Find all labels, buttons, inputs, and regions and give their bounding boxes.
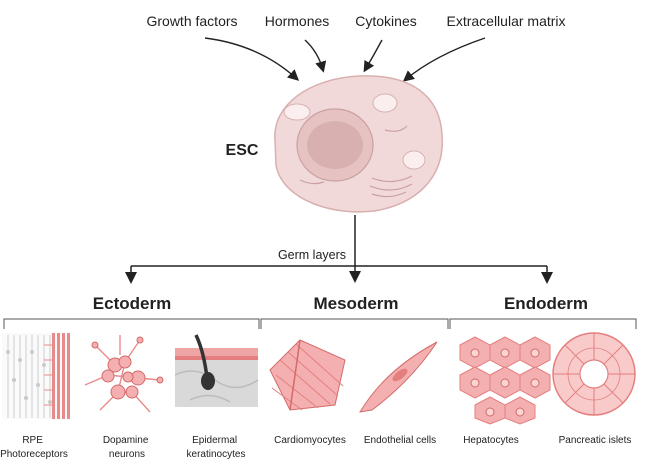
cell-label-hepatocytes: Hepatocytes	[463, 435, 519, 446]
cell-label-endothelial-cells: Endothelial cells	[364, 435, 436, 446]
signal-label-growth-factors: Growth factors	[146, 13, 237, 29]
signal-label-ecm: Extracellular matrix	[446, 13, 565, 29]
cell-label-esc: ESC	[226, 142, 259, 159]
cell-label-rpe-photoreceptors: RPE Photoreceptors	[0, 435, 68, 460]
layer-title-ectoderm: Ectoderm	[93, 294, 171, 313]
esc-cell-icon	[274, 75, 443, 213]
rpe-photoreceptor-icon	[2, 333, 70, 419]
keratinocyte-icon	[174, 334, 259, 407]
cardiomyocyte-icon	[269, 339, 346, 411]
layer-bracket-ectoderm	[3, 318, 260, 329]
hepatocyte-icon	[459, 336, 551, 425]
signal-arrow-ecm	[402, 37, 486, 82]
endothelial-cell-icon	[359, 341, 438, 413]
signal-label-cytokines: Cytokines	[355, 13, 416, 29]
layer-title-endoderm: Endoderm	[504, 294, 588, 313]
layer-title-mesoderm: Mesoderm	[313, 294, 398, 313]
cell-label-cardiomyocytes: Cardiomyocytes	[274, 435, 346, 446]
layer-bracket-mesoderm	[260, 318, 449, 329]
signal-arrow-growth-factors	[204, 37, 300, 81]
dopamine-neuron-icon	[84, 335, 164, 413]
cell-label-pancreatic-islets: Pancreatic islets	[559, 435, 632, 446]
signal-label-hormones: Hormones	[265, 13, 330, 29]
signal-arrow-cytokines	[363, 39, 383, 73]
signal-arrow-hormones	[304, 39, 327, 73]
layer-bracket-endoderm	[449, 318, 637, 329]
germ-layers-label: Germ layers	[278, 248, 346, 262]
cell-label-epidermal-keratinocytes: Epidermal keratinocytes	[187, 435, 246, 460]
cell-label-dopamine-neurons: Dopamine neurons	[103, 435, 151, 460]
pancreatic-islet-icon	[552, 332, 636, 416]
